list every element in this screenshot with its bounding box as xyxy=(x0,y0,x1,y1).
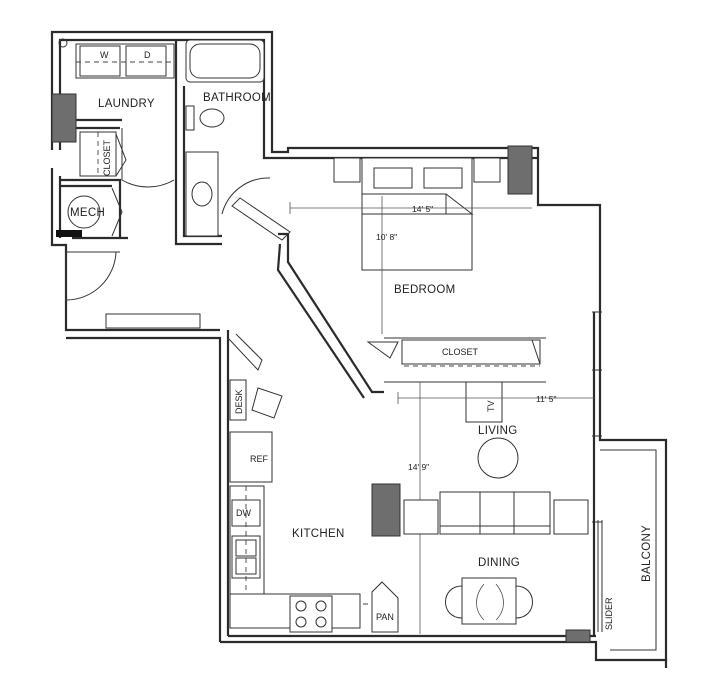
burner-icon xyxy=(295,616,307,628)
mech-room: MECH xyxy=(56,187,123,237)
dining-chair xyxy=(445,585,463,619)
walls xyxy=(50,30,668,668)
pantry xyxy=(371,581,399,633)
water-heater-icon xyxy=(67,195,101,229)
chair-right xyxy=(553,499,589,535)
living-depth: 14' 9" xyxy=(408,462,429,472)
mech-label: MECH xyxy=(70,207,105,219)
pillow-left xyxy=(373,167,413,189)
windows xyxy=(592,311,602,523)
entry-door xyxy=(65,251,117,301)
coffee-table xyxy=(477,437,519,479)
range xyxy=(289,595,333,633)
closet-laundry-label: CLOSET xyxy=(102,139,112,176)
balcony: BALCONY SLIDER xyxy=(565,520,653,643)
burner-icon xyxy=(315,616,327,628)
panel xyxy=(56,230,82,237)
dining-chair xyxy=(515,585,533,619)
column xyxy=(371,483,401,537)
chair-left xyxy=(403,499,439,535)
closet-bedroom-label: CLOSET xyxy=(442,347,479,357)
bathroom: BATHROOM xyxy=(185,39,291,241)
slider-label: SLIDER xyxy=(604,597,614,630)
sofa xyxy=(439,491,551,535)
desk-chair xyxy=(251,387,283,419)
sink-icon xyxy=(191,181,213,207)
refrigerator xyxy=(229,431,273,483)
coat-shelf xyxy=(105,313,201,329)
kitchen-label: KITCHEN xyxy=(292,528,345,540)
nightstand-right xyxy=(473,157,501,183)
dining-table xyxy=(461,577,517,625)
bedroom-depth: 10' 8" xyxy=(376,232,397,242)
bedroom-label: BEDROOM xyxy=(394,284,456,296)
living-width: 11' 5" xyxy=(536,394,557,404)
ref-label: REF xyxy=(250,454,269,464)
bedroom: 14' 5" 10' 8" BEDROOM xyxy=(289,145,533,334)
tv-label: TV xyxy=(486,400,496,412)
dining-area: DINING xyxy=(445,557,533,625)
living-room: TV 11' 5" LIVING 14' 9" xyxy=(371,381,594,634)
bedroom-closet: CLOSET xyxy=(366,339,541,367)
laundry-door xyxy=(121,128,175,188)
desk xyxy=(229,379,247,421)
tv-stand xyxy=(465,381,503,423)
toilet-icon xyxy=(199,108,225,128)
dryer xyxy=(125,45,167,77)
column xyxy=(507,145,533,195)
laundry-closet: CLOSET xyxy=(79,131,127,177)
burner-icon xyxy=(315,600,327,612)
nightstand-left xyxy=(333,157,361,183)
column xyxy=(51,93,77,143)
washer-label: W xyxy=(100,50,109,60)
laundry-room: W D LAUNDRY xyxy=(51,38,175,188)
balcony-label: BALCONY xyxy=(641,525,653,582)
bathroom-label: BATHROOM xyxy=(203,92,271,104)
living-label: LIVING xyxy=(478,425,518,437)
desk-label: DESK xyxy=(234,389,244,414)
dining-label: DINING xyxy=(478,557,520,569)
dryer-label: D xyxy=(144,50,151,60)
bathroom-door xyxy=(231,197,291,241)
bedroom-width: 14' 5" xyxy=(412,204,433,214)
kitchen: DESK REF DW KITCHEN PAN xyxy=(227,333,399,633)
laundry-label: LAUNDRY xyxy=(98,98,155,110)
dw-label: DW xyxy=(236,508,251,518)
burner-icon xyxy=(295,600,307,612)
pan-label: PAN xyxy=(376,612,394,622)
drain-icon xyxy=(58,38,68,48)
washer xyxy=(79,45,121,77)
column xyxy=(565,629,591,643)
pillow-right xyxy=(423,167,463,189)
